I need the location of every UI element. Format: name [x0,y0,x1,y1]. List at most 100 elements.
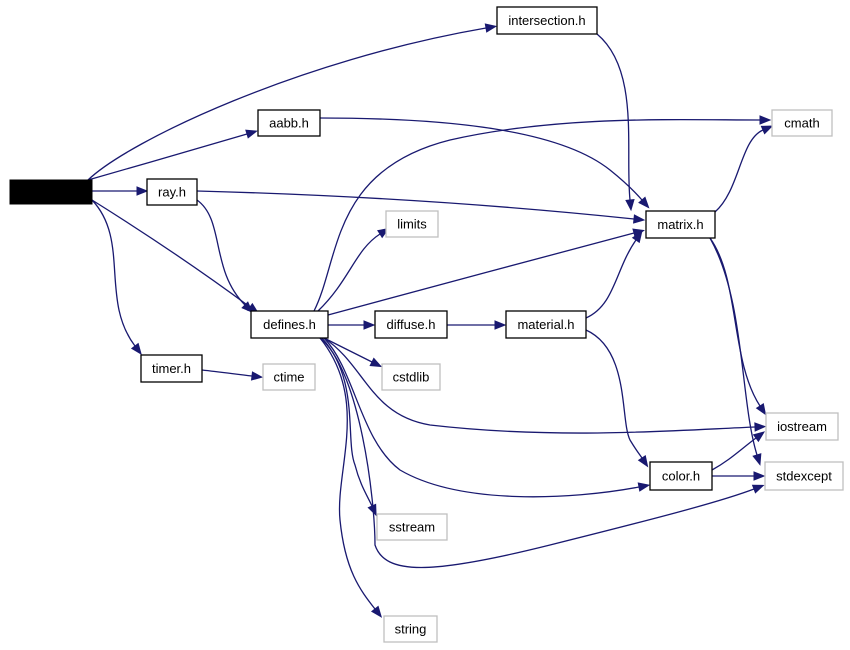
node-box [9,179,93,205]
arrowhead-diffuse-h-to-material-h [494,320,507,330]
edge-defines-h-to-iostream [323,337,767,434]
arrowhead-matrix-h-to-cmath [760,125,774,135]
node-box [376,513,448,541]
edge-diffuse-h-to-material-h [447,320,507,330]
edge-defines-h-to-cmath [313,115,772,312]
edge-defines-h-to-diffuse-h [328,320,376,330]
node-label: cstdlib [393,370,430,385]
edge-line [91,199,136,347]
arrowhead-matrix-h-to-iostream [755,402,767,416]
edge-line [91,199,251,308]
edge-line [585,329,643,459]
edge-defines-h-to-stdexcept [319,337,765,569]
edge-line [709,237,758,456]
node-string: string [383,615,438,643]
arrowhead-kdtree-cpp-to-intersection-h [484,23,498,33]
node-intersection-h[interactable]: intersection.h [496,6,598,35]
node-stdexcept: stdexcept [764,461,844,491]
node-box [645,210,716,239]
arrowhead-timer-h-to-ctime [250,371,264,381]
node-label: diffuse.h [387,317,436,332]
edge-defines-h-to-string [319,337,383,618]
node-box [383,615,438,643]
node-kdtree-cpp[interactable]: kdtree.cpp [9,179,93,205]
node-box [764,461,844,491]
node-label: intersection.h [508,13,585,28]
node-label: iostream [777,419,827,434]
arrowhead-material-h-to-color-h [637,454,649,468]
node-box [140,354,203,383]
arrowhead-ray-h-to-defines-h [241,301,254,314]
node-sstream: sstream [376,513,448,541]
arrowhead-color-h-to-stdexcept [753,471,766,481]
node-label: matrix.h [657,217,703,232]
node-label: ctime [273,370,304,385]
edge-aabb-h-to-matrix-h [319,117,650,209]
edge-matrix-h-to-stdexcept [709,237,762,466]
edge-line [585,239,637,319]
node-material-h[interactable]: material.h [505,310,587,339]
arrowhead-defines-h-to-sstream [367,503,377,517]
edge-line [327,232,635,316]
node-label: cmath [784,116,819,131]
arrowhead-defines-h-to-stdexcept [751,484,765,494]
arrowhead-matrix-h-to-stdexcept [752,453,762,466]
edge-line [714,129,764,213]
node-label: material.h [517,317,574,332]
node-label: sstream [389,520,435,535]
node-defines-h[interactable]: defines.h [250,310,329,339]
edge-color-h-to-stdexcept [712,471,766,481]
node-box [649,461,713,491]
edge-kdtree-cpp-to-intersection-h [87,23,498,181]
node-label: kdtree.cpp [21,185,82,200]
edge-material-h-to-color-h [585,329,649,468]
edge-kdtree-cpp-to-timer-h [91,199,142,356]
arrowhead-defines-h-to-cmath [759,115,772,125]
arrowhead-defines-h-to-cstdlib [369,357,383,368]
node-box [765,412,839,441]
node-box [374,310,448,339]
edges-layer [87,23,774,618]
arrowhead-material-h-to-matrix-h [631,230,643,244]
edge-intersection-h-to-matrix-h [596,33,635,212]
node-aabb-h[interactable]: aabb.h [257,109,321,137]
node-limits: limits [385,210,439,238]
edge-line [323,337,640,498]
arrowhead-ray-h-to-matrix-h [633,214,646,224]
arrowhead-defines-h-to-diffuse-h [363,320,376,330]
node-matrix-h[interactable]: matrix.h [645,210,716,239]
edge-matrix-h-to-iostream [709,237,767,416]
node-label: color.h [662,469,700,484]
node-box [771,109,833,137]
arrowhead-kdtree-cpp-to-ray-h [136,186,149,196]
edge-matrix-h-to-cmath [714,125,774,213]
edge-line [201,369,253,377]
edge-line [711,437,757,471]
node-timer-h[interactable]: timer.h [140,354,203,383]
edge-line [313,118,761,312]
node-color-h[interactable]: color.h [649,461,713,491]
node-label: string [395,622,427,637]
edge-kdtree-cpp-to-aabb-h [87,129,258,181]
arrowhead-kdtree-cpp-to-aabb-h [245,129,258,139]
arrowhead-aabb-h-to-matrix-h [638,196,650,209]
edge-defines-h-to-sstream [321,337,377,517]
edge-line [596,33,631,201]
node-diffuse-h[interactable]: diffuse.h [374,310,448,339]
edge-line [87,27,487,181]
node-box [146,178,198,206]
edge-line [321,337,373,507]
edge-line [317,233,381,312]
edge-line [709,237,761,407]
arrowhead-intersection-h-to-matrix-h [625,199,635,212]
nodes-layer: kdtree.cpp intersection.h aabb.h ray.h cmath… [9,6,844,643]
node-label: timer.h [152,361,191,376]
node-box [505,310,587,339]
node-iostream: iostream [765,412,839,441]
edge-defines-h-to-color-h [323,337,651,498]
node-box [250,310,329,339]
node-ray-h[interactable]: ray.h [146,178,198,206]
edge-line [319,117,643,201]
edge-line [319,337,376,610]
